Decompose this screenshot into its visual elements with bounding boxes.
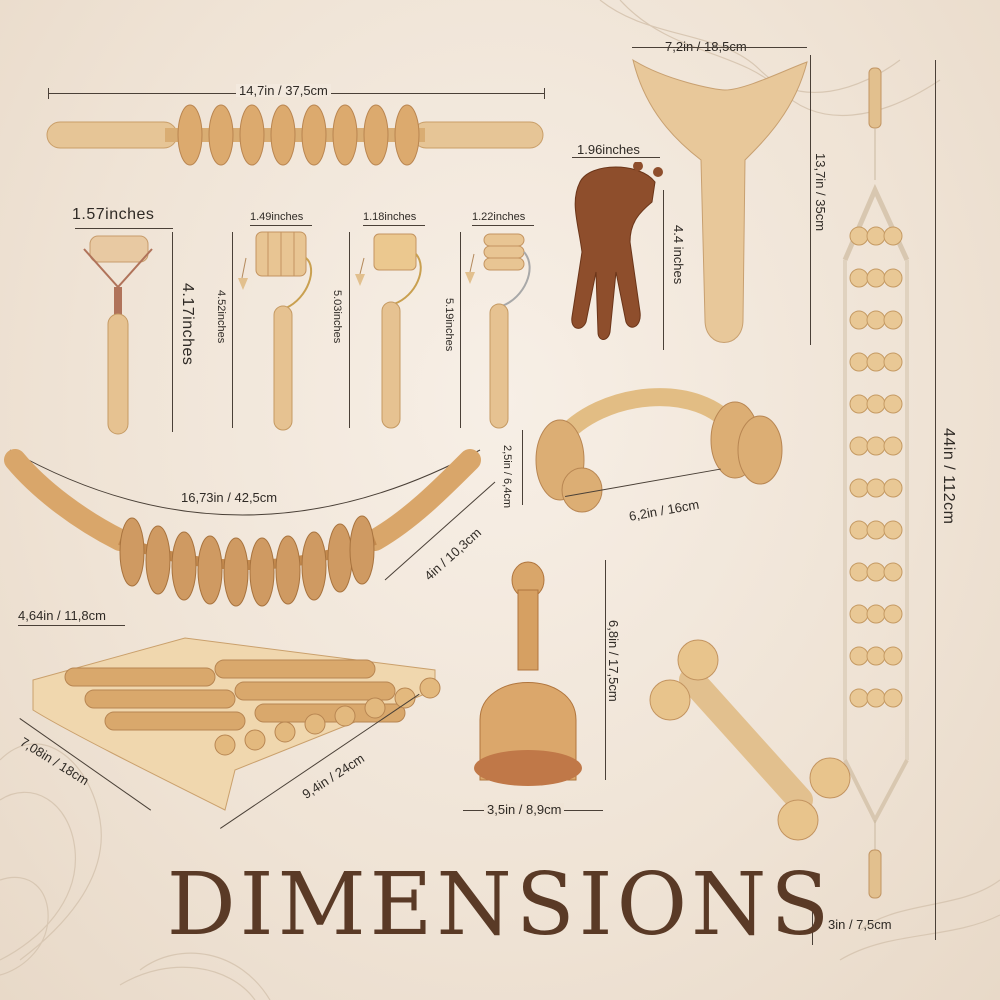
long-roller-length-label: 14,7in / 37,5cm [236,84,331,97]
belt-width-tick [812,905,813,945]
roller3-width-label: 1.18inches [363,211,417,223]
roller3-height-line [349,232,350,428]
face-roller-smooth [355,233,422,429]
curved-body-roller [4,449,496,607]
face-roller-wide [83,235,153,435]
hand-roller-height-label: 2,5in / 6,4cm [501,445,513,508]
page-title: DIMENSIONS [166,855,834,955]
jade-roller-height-label: 4.17inches [179,283,196,366]
y-tool-width-label: 7,2in / 18,5cm [665,39,747,54]
cup-width-label: 3,5in / 8,9cm [484,803,565,816]
jade-roller-width-label: 1.57inches [72,206,155,223]
comb-width-label: 1.96inches [577,142,640,157]
comb-height-line [663,190,664,350]
roller2-height-label: 4.52inches [215,290,227,344]
hand-held-roller [535,388,783,513]
gua-sha-comb [571,162,663,340]
comb-width-line [572,157,660,158]
hand-roller-height-line [522,430,523,505]
y-shaped-wood-tool [632,58,808,343]
cup-height-line [605,560,606,780]
foot-roller-height-line [18,625,125,626]
roller4-width-label: 1.22inches [472,211,526,223]
roller3-width-line [363,225,425,226]
y-tool-width-line [632,47,807,48]
dumbbell-roller [649,639,851,841]
back-massage-belt [842,67,910,899]
face-roller-ridged [465,233,531,429]
belt-width-label: 3in / 7,5cm [828,917,892,932]
roller2-width-label: 1.49inches [250,211,304,223]
curved-roller-length-label: 16,73in / 42,5cm [181,490,278,505]
roller4-width-line [472,225,534,226]
foot-roller-height-label: 4,64in / 11,8cm [18,608,106,623]
long-wood-roller [46,104,544,166]
roller2-height-line [232,232,233,428]
belt-height-line [935,60,936,940]
jade-roller-width-line [75,228,173,229]
y-tool-height-line [810,55,811,345]
dimension-tick [544,88,545,99]
roller2-width-line [250,225,312,226]
roller3-height-label: 5.03inches [331,290,343,344]
jade-roller-height-line [172,232,173,432]
cup-height-label: 6,8in / 17,5cm [606,620,621,702]
dimension-tick [48,88,49,99]
belt-height-label: 44in / 112cm [940,428,957,525]
face-roller-textured [238,231,313,431]
wooden-massage-cup [474,561,582,786]
roller4-height-line [460,232,461,428]
roller4-height-label: 5.19inches [443,298,455,352]
foot-massage-roller [32,637,441,811]
